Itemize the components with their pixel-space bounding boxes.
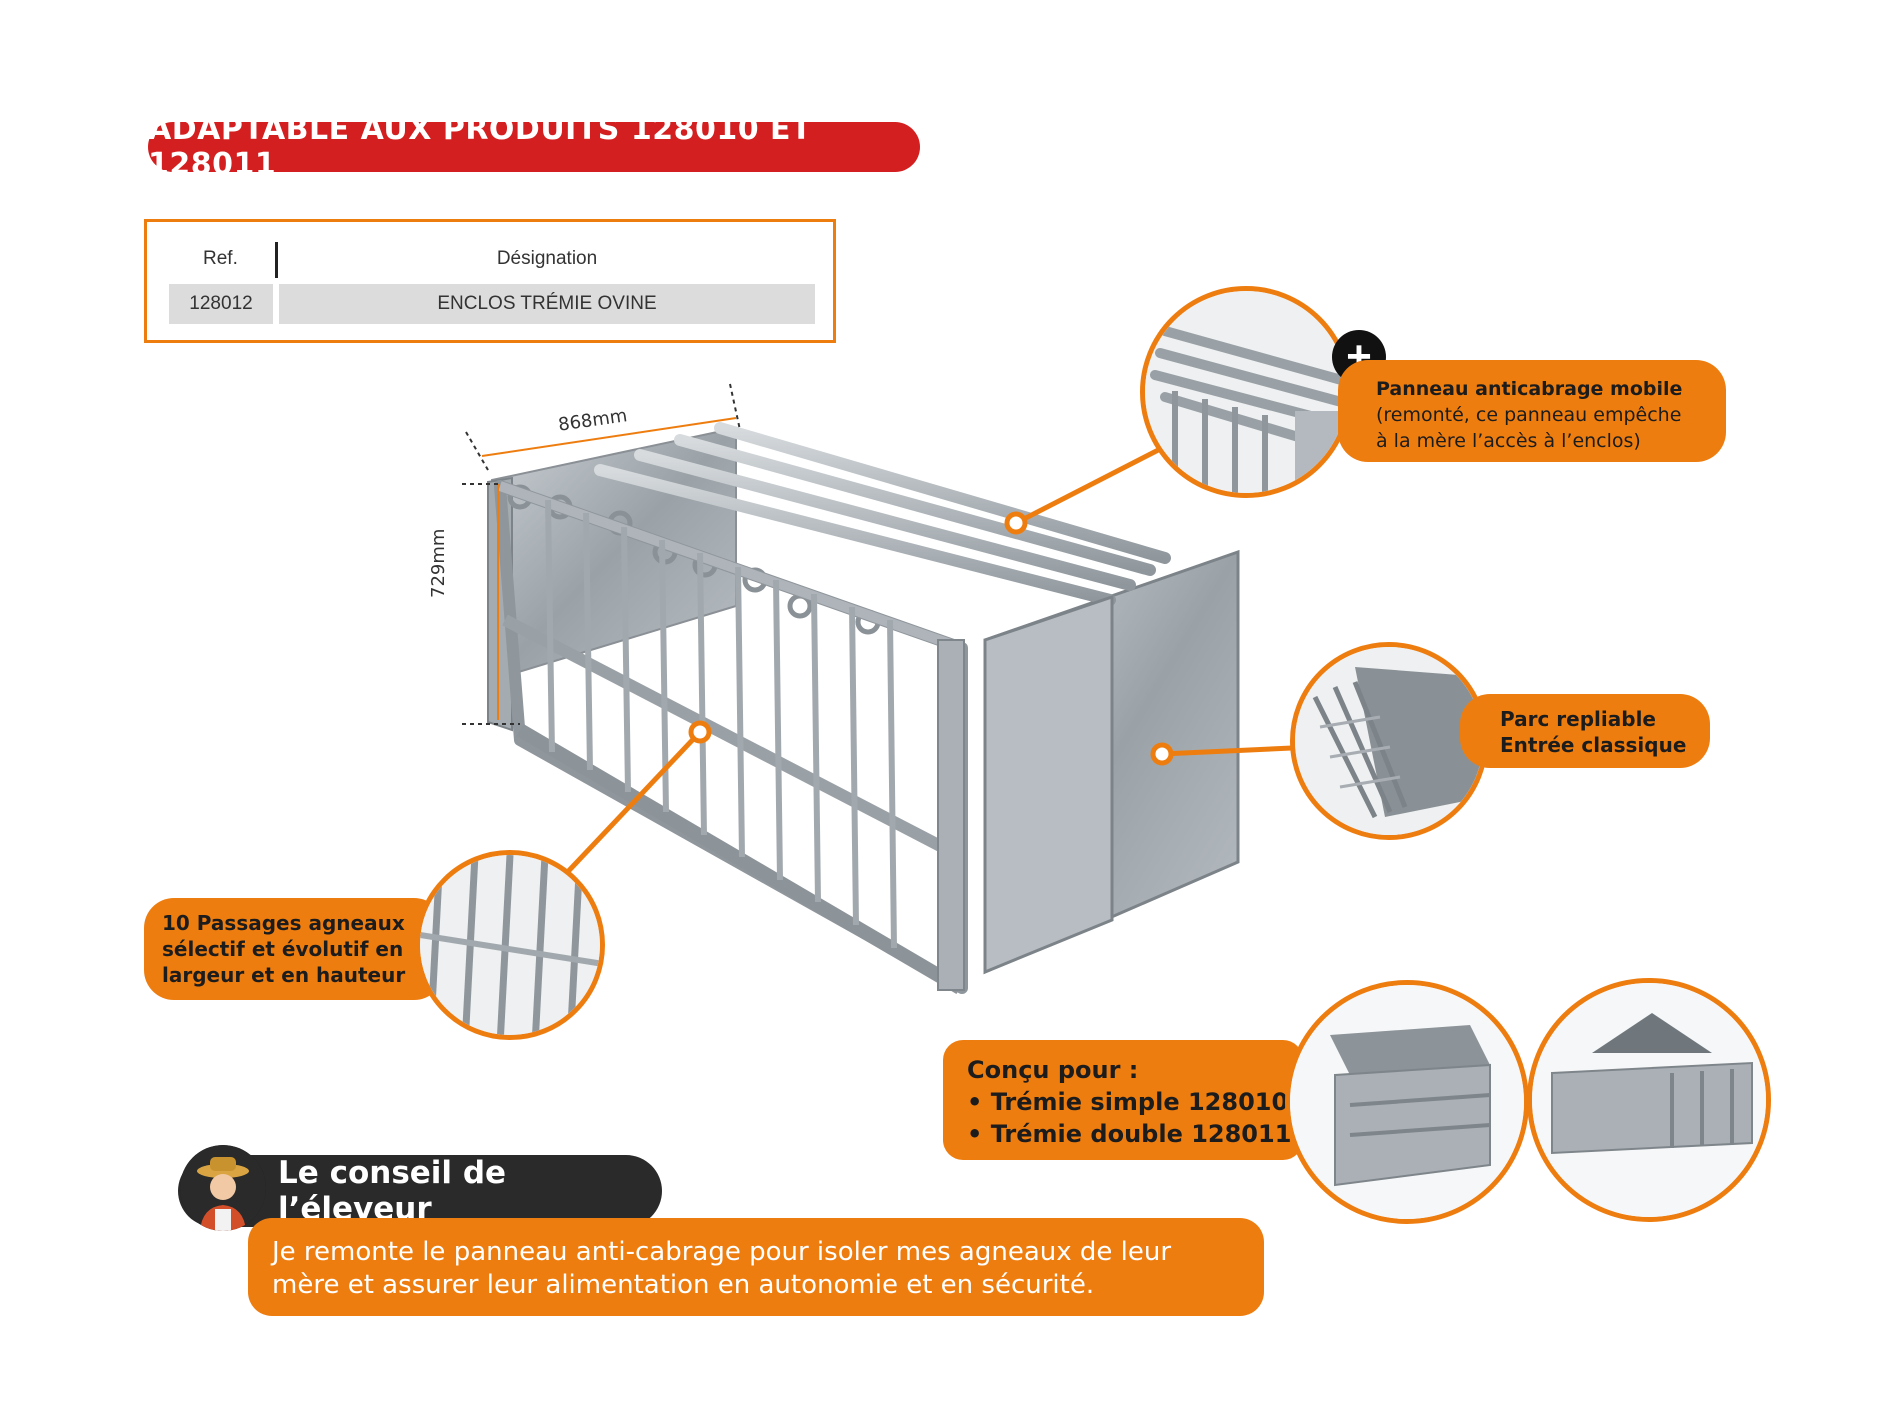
passages-detail-image [420,855,600,1035]
ref-column-header: Ref. [203,248,238,269]
anticabrage-title: Panneau anticabrage mobile [1376,378,1683,400]
concu-item-double: • Trémie double 128011 [967,1120,1292,1148]
anticabrage-desc-line-2: à la mère l’accès à l’enclos) [1376,430,1641,452]
passages-line-3: largeur et en hauteur [162,963,406,987]
passages-callout: 10 Passages agneaux sélectif et évolutif… [144,898,444,1000]
ref-cell: 128012 [169,284,273,324]
anticabrage-detail-image [1145,291,1347,493]
farmer-avatar-image [180,1145,266,1231]
height-dimension-label: 729mm [428,528,449,598]
conseil-advice-box: Je remonte le panneau anti-cabrage pour … [248,1218,1264,1316]
tremie-simple-image [1290,985,1524,1219]
parc-detail-bubble [1290,642,1488,840]
passages-detail-bubble [415,850,605,1040]
passages-line-1: 10 Passages agneaux [162,911,405,935]
concu-callout: Conçu pour : • Trémie simple 128010 • Tr… [943,1040,1303,1160]
designation-cell: ENCLOS TRÉMIE OVINE [279,284,815,324]
concu-item-simple: • Trémie simple 128010 [967,1088,1289,1116]
designation-column-header: Désignation [496,248,598,269]
advice-line-1: Je remonte le panneau anti-cabrage pour … [272,1237,1172,1267]
anticabrage-detail-bubble [1140,286,1352,498]
reference-table: Ref. Désignation 128012 ENCLOS TRÉMIE OV… [144,219,836,343]
anticabrage-desc-line-1: (remonté, ce panneau empêche [1376,404,1682,426]
parc-detail-image [1295,647,1483,835]
concu-title: Conçu pour : [967,1056,1139,1084]
parc-line-2: Entrée classique [1500,733,1687,757]
parc-line-1: Parc repliable [1500,707,1656,731]
farmer-avatar-icon [180,1145,266,1231]
tremie-double-image [1532,983,1766,1217]
tremie-double-bubble [1527,978,1771,1222]
advice-line-2: mère et assurer leur alimentation en aut… [272,1270,1095,1300]
parc-callout: Parc repliable Entrée classique [1460,694,1710,768]
anticabrage-callout: Panneau anticabrage mobile (remonté, ce … [1338,360,1726,462]
column-divider [275,242,278,278]
tremie-simple-bubble [1285,980,1529,1224]
passages-line-2: sélectif et évolutif en [162,937,404,961]
